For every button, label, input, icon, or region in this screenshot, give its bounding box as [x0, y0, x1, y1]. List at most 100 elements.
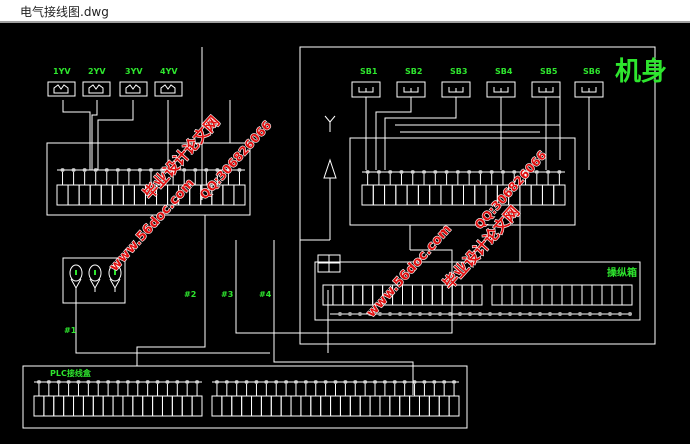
terminal-strip [322, 284, 633, 316]
switch-icon [493, 87, 509, 93]
button-label: SB3 [450, 67, 467, 76]
terminal [270, 395, 282, 417]
terminal [429, 184, 442, 206]
terminal [67, 184, 80, 206]
connection-dot [438, 312, 442, 316]
button-label: SB2 [405, 67, 422, 76]
terminal [440, 184, 453, 206]
connection-dot [428, 312, 432, 316]
connection-dot [558, 312, 562, 316]
terminal [102, 395, 114, 417]
connection-dot [628, 312, 632, 316]
terminal [122, 184, 135, 206]
terminal-strip [33, 380, 460, 417]
terminal [561, 284, 573, 306]
junction-box [317, 254, 341, 273]
solenoid-label: 3YV [125, 67, 143, 76]
solenoid-label: 4YV [160, 67, 178, 76]
connection-dot [608, 312, 612, 316]
terminal [571, 284, 583, 306]
terminal [111, 184, 124, 206]
terminal [260, 395, 272, 417]
connection-dot [618, 312, 622, 316]
terminal [541, 184, 555, 206]
terminal [421, 284, 433, 306]
button-wires [365, 97, 590, 170]
terminal [78, 184, 91, 206]
solenoid-label: 2YV [88, 67, 106, 76]
solenoid-label: 1YV [53, 67, 71, 76]
wire-lines [75, 47, 561, 395]
terminal [361, 184, 374, 206]
lamp-box [62, 257, 126, 304]
button-label: SB1 [360, 67, 378, 76]
terminal [395, 184, 408, 206]
solenoid-wires [62, 100, 169, 170]
terminal [280, 395, 292, 417]
switch-icon [448, 87, 464, 93]
terminal [531, 284, 543, 306]
terminal [411, 284, 423, 306]
coil-icon [53, 84, 69, 94]
terminal [251, 395, 262, 417]
terminal [369, 395, 381, 417]
terminal [191, 395, 203, 417]
connection-dot [578, 312, 582, 316]
arrow-symbol [323, 158, 337, 240]
terminal [621, 284, 633, 306]
terminal [142, 395, 154, 417]
terminal [511, 284, 523, 306]
terminal [372, 184, 386, 206]
connection-dot [538, 312, 542, 316]
terminal [417, 184, 431, 206]
terminal [379, 395, 391, 417]
connection-dot [598, 312, 602, 316]
connection-dot [388, 312, 392, 316]
connection-dot [458, 312, 462, 316]
wire-label-2: #2 [184, 290, 196, 299]
indicator-lamp-icon [108, 264, 122, 282]
terminal [33, 395, 45, 417]
terminal [461, 284, 473, 306]
wire-label-4: #4 [259, 290, 272, 299]
switch-icon [403, 87, 419, 93]
terminal [463, 184, 476, 206]
terminal [56, 184, 69, 206]
plc-label: PLC接线盒 [50, 368, 92, 378]
terminal [300, 395, 312, 417]
terminal [290, 395, 302, 417]
connection-dot [408, 312, 412, 316]
terminal [352, 284, 364, 306]
terminal [474, 184, 487, 206]
terminal [339, 395, 351, 417]
button-label: SB5 [540, 67, 558, 76]
terminal [171, 395, 183, 417]
antenna-icon [324, 115, 336, 132]
terminal-strip [56, 168, 246, 206]
coil-icon [160, 84, 176, 94]
terminal [491, 284, 503, 306]
terminal [82, 395, 94, 417]
connection-dot [588, 312, 592, 316]
terminal [222, 184, 235, 206]
wire-label-3: #3 [221, 290, 233, 299]
terminal [448, 395, 460, 417]
terminal [221, 395, 233, 417]
terminal [73, 395, 84, 417]
solenoid-group: 1YV 2YV 3YV 4YV [47, 67, 183, 97]
terminal [43, 395, 55, 417]
coil-icon [125, 84, 141, 94]
terminal [233, 184, 246, 206]
terminal [406, 184, 419, 206]
connection-dot [338, 312, 342, 316]
connection-dot [358, 312, 362, 316]
terminal [384, 184, 397, 206]
plc-box [22, 365, 468, 429]
body-label: 机身 [615, 56, 667, 87]
terminal [501, 284, 513, 306]
terminal [471, 284, 483, 306]
terminal [320, 395, 332, 417]
